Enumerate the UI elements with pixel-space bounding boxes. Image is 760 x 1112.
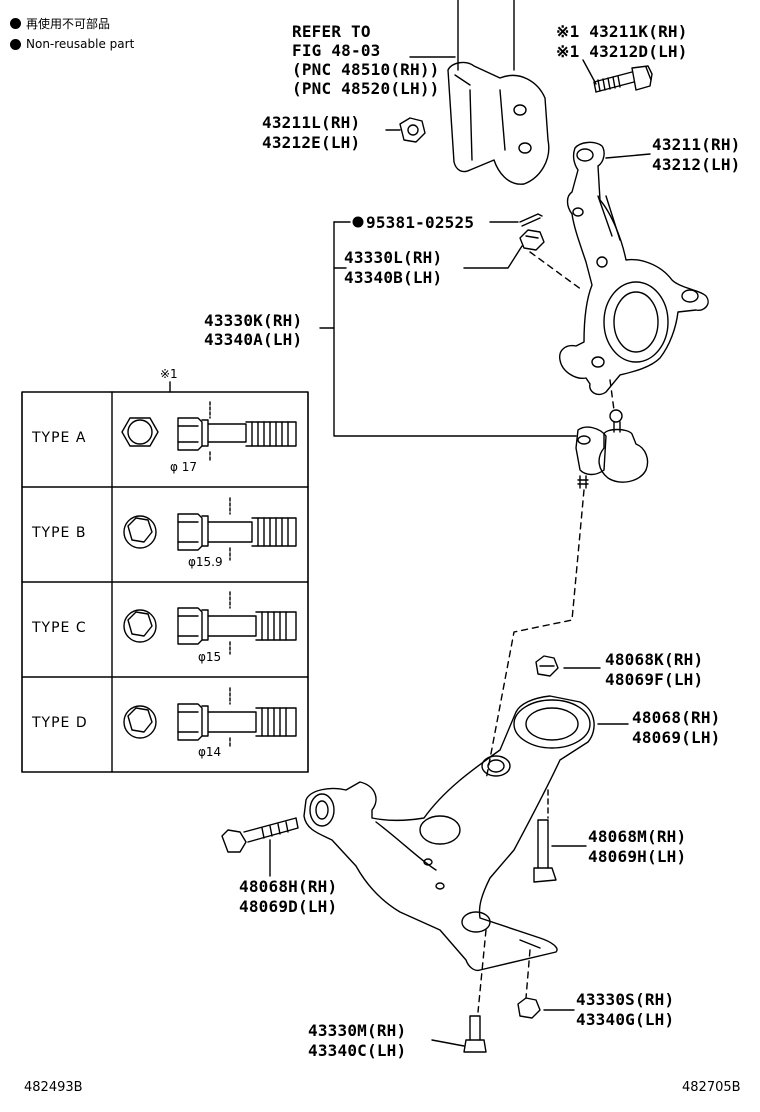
legend-non-reusable-en: Non-reusable part xyxy=(10,37,134,51)
type-d-dimension: φ14 xyxy=(198,745,222,759)
refer-line-1: REFER TO xyxy=(292,22,371,41)
leader-knuckle xyxy=(605,153,651,159)
type-table-note: ※1 xyxy=(160,367,178,381)
label-43330s: 43330S(RH) xyxy=(576,990,675,1009)
steering-knuckle xyxy=(559,141,709,396)
bolt-43330m xyxy=(463,1015,487,1053)
label-43211k: ※1 43211K(RH) xyxy=(556,22,688,41)
refer-line-4: (PNC 48520(LH)) xyxy=(292,79,440,98)
label-43330l: 43330L(RH) xyxy=(344,248,443,267)
bolt-48068h xyxy=(221,817,299,853)
non-reusable-dot-icon xyxy=(352,216,364,228)
leader-bolt-k xyxy=(582,59,597,85)
type-d-bolt xyxy=(123,687,297,749)
legend-jp-text: 再使用不可部品 xyxy=(26,17,111,31)
bolt-43211k xyxy=(593,65,653,93)
type-c-label: TYPE C xyxy=(32,620,87,636)
filled-dot-icon xyxy=(10,18,21,29)
label-43211: 43211(RH) xyxy=(652,135,741,154)
type-d-label: TYPE D xyxy=(32,715,88,731)
leader-nut-43330l xyxy=(463,245,523,269)
label-43212d: ※1 43212D(LH) xyxy=(556,42,688,61)
ball-joint xyxy=(575,409,649,489)
refer-line-3: (PNC 48510(RH)) xyxy=(292,60,440,79)
refer-line-2: FIG 48-03 xyxy=(292,41,381,60)
footer-left-code: 482493B xyxy=(24,1080,83,1095)
strut-outline xyxy=(409,0,550,185)
label-48068m: 48068M(RH) xyxy=(588,827,687,846)
label-43212: 43212(LH) xyxy=(652,155,741,174)
type-a-label: TYPE A xyxy=(32,430,87,446)
label-43340b: 43340B(LH) xyxy=(344,268,443,287)
label-48069h: 48069H(LH) xyxy=(588,847,687,866)
nut-43211l xyxy=(399,117,426,143)
bracket-43330k xyxy=(319,221,577,437)
label-48068: 48068(RH) xyxy=(632,708,721,727)
leader-bolt-43330m xyxy=(431,1039,465,1047)
label-43212e: 43212E(LH) xyxy=(262,133,361,152)
nut-48068k xyxy=(535,655,559,677)
label-43340g: 43340G(LH) xyxy=(576,1010,675,1029)
label-95381: 95381-02525 xyxy=(366,213,475,232)
legend-non-reusable-jp: 再使用不可部品 xyxy=(10,15,110,32)
label-48068k: 48068K(RH) xyxy=(605,650,704,669)
type-b-bolt xyxy=(123,497,297,561)
bolt-48068m xyxy=(533,819,557,883)
legend-en-text: Non-reusable part xyxy=(26,37,135,51)
lower-control-arm xyxy=(303,695,595,972)
type-a-dimension: φ 17 xyxy=(170,460,197,474)
type-c-dimension: φ15 xyxy=(198,650,222,664)
castle-nut-43330l xyxy=(519,229,545,251)
filled-dot-icon xyxy=(10,38,21,50)
type-b-dimension: φ15.9 xyxy=(188,555,223,569)
cotter-pin xyxy=(519,213,543,227)
label-48069f: 48069F(LH) xyxy=(605,670,704,689)
footer-right-code: 482705B xyxy=(682,1080,741,1095)
nut-43330s xyxy=(517,997,541,1019)
label-43330m: 43330M(RH) xyxy=(308,1021,407,1040)
label-43211l: 43211L(RH) xyxy=(262,113,361,132)
type-c-bolt xyxy=(123,591,297,655)
label-43340a: 43340A(LH) xyxy=(204,330,303,349)
dashed-connectors xyxy=(477,251,615,1013)
label-48068h: 48068H(RH) xyxy=(239,877,338,896)
label-43340c: 43340C(LH) xyxy=(308,1041,407,1060)
label-48069: 48069(LH) xyxy=(632,728,721,747)
label-48069d: 48069D(LH) xyxy=(239,897,338,916)
type-b-label: TYPE B xyxy=(32,525,87,541)
type-a-bolt xyxy=(121,401,297,461)
type-table xyxy=(21,381,309,773)
label-43330k: 43330K(RH) xyxy=(204,311,303,330)
